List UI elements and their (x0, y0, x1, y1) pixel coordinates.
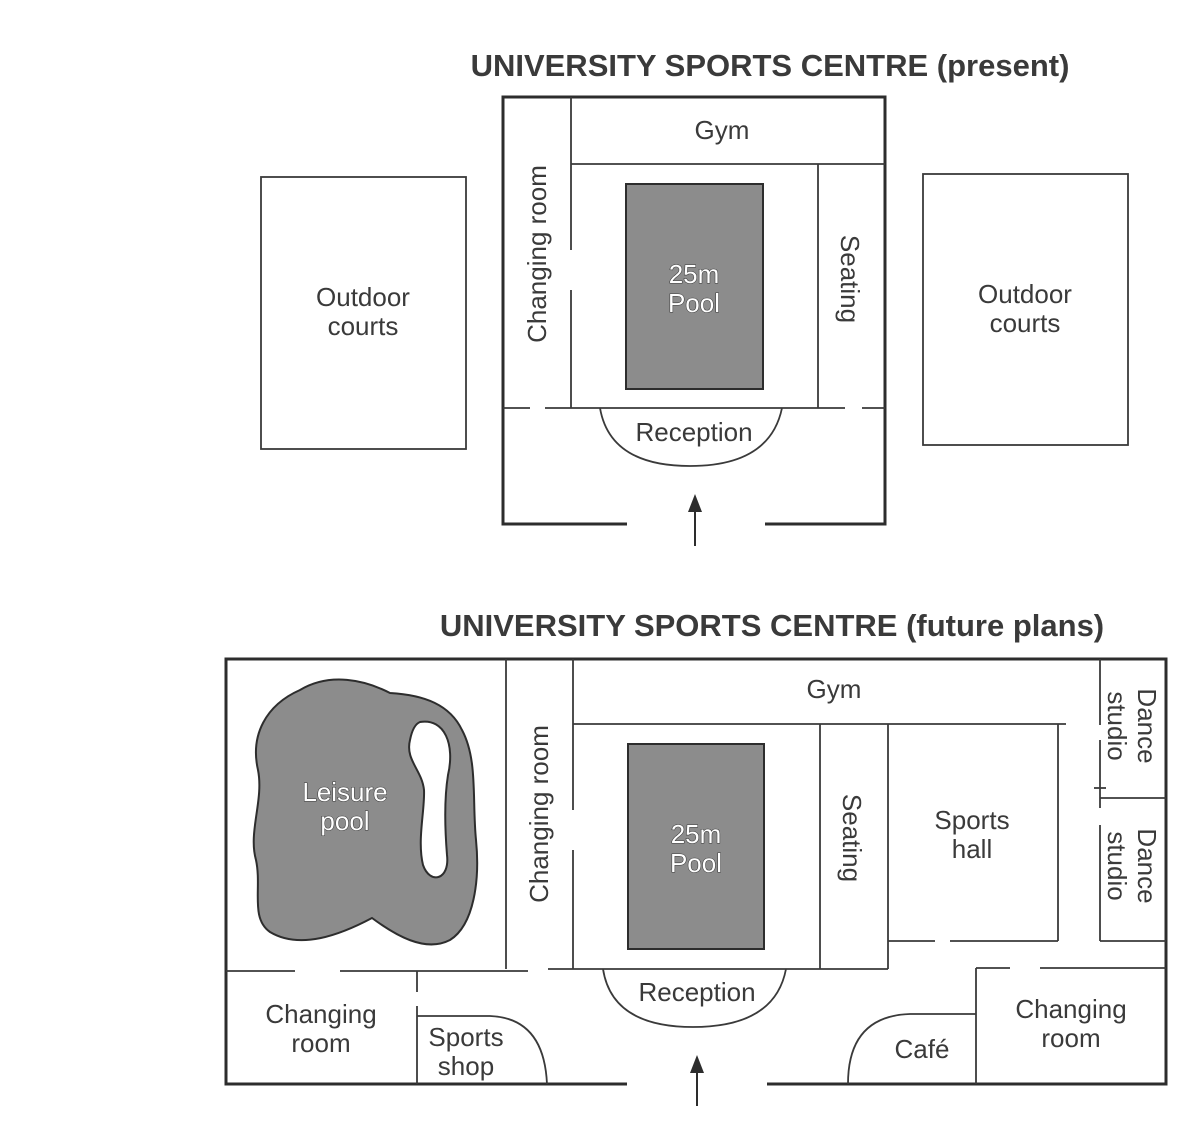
present-plan: UNIVERSITY SPORTS CENTRE (present) Recep… (260, 48, 1129, 546)
future-sports-hall-label-2: hall (952, 834, 992, 864)
present-title: UNIVERSITY SPORTS CENTRE (present) (471, 48, 1070, 83)
present-building-outline (501, 95, 887, 526)
future-sports-shop-counter (417, 1015, 548, 1085)
present-outdoor-left-label-1: Outdoor (316, 282, 410, 312)
future-pool-label-2: Pool (670, 848, 722, 878)
future-pool-label-1: 25m (671, 819, 722, 849)
future-changing-room-left-label-1: Changing (265, 999, 376, 1029)
present-25m-pool (625, 183, 764, 390)
future-changing-room-right-label-1: Changing (1015, 994, 1126, 1024)
future-cafe-counter (847, 1013, 976, 1085)
present-outdoor-left-label-2: courts (328, 311, 399, 341)
future-reception-desk (602, 968, 787, 1028)
present-reception-desk (599, 407, 783, 467)
future-leisure-pool-label-2: pool (320, 806, 369, 836)
present-outdoor-courts-right (922, 173, 1129, 446)
future-sports-shop-label-2: shop (438, 1051, 494, 1081)
future-dance-studio-2-label-2: studio (1102, 831, 1132, 900)
future-changing-room-left-label-2: room (291, 1028, 350, 1058)
future-reception-label: Reception (638, 977, 755, 1007)
future-changing-room-right-label-2: room (1041, 1023, 1100, 1053)
future-cafe-label: Café (895, 1034, 950, 1064)
present-pool-label-1: 25m (669, 259, 720, 289)
future-leisure-pool-label-1: Leisure (302, 777, 387, 807)
present-outdoor-courts-left (260, 176, 467, 450)
present-changing-room-label: Changing room (522, 165, 552, 343)
present-gym-label: Gym (695, 115, 750, 145)
future-seating-label: Seating (837, 794, 867, 882)
future-dance-studio-1-label-1: Dance (1132, 688, 1162, 763)
present-outdoor-right-label-2: courts (990, 308, 1061, 338)
future-sports-hall-label-1: Sports (934, 805, 1009, 835)
present-outdoor-right-label-1: Outdoor (978, 279, 1072, 309)
present-reception-label: Reception (635, 417, 752, 447)
present-seating-label: Seating (835, 235, 865, 323)
future-sports-shop-label-1: Sports (428, 1022, 503, 1052)
future-building-outline (224, 657, 1168, 1086)
future-entrance-arrow-icon (690, 1055, 704, 1106)
future-dance-studio-2-label-1: Dance (1132, 828, 1162, 903)
present-entrance-arrow-icon (688, 494, 702, 546)
future-leisure-pool (252, 678, 479, 946)
future-plan: UNIVERSITY SPORTS CENTRE (future plans) (224, 608, 1168, 1106)
future-25m-pool (627, 743, 765, 950)
present-pool-label-2: Pool (668, 288, 720, 318)
future-title: UNIVERSITY SPORTS CENTRE (future plans) (440, 608, 1104, 643)
future-gym-label: Gym (807, 674, 862, 704)
future-changing-room-vertical-label: Changing room (524, 725, 554, 903)
future-dance-studio-1-label-2: studio (1102, 691, 1132, 760)
